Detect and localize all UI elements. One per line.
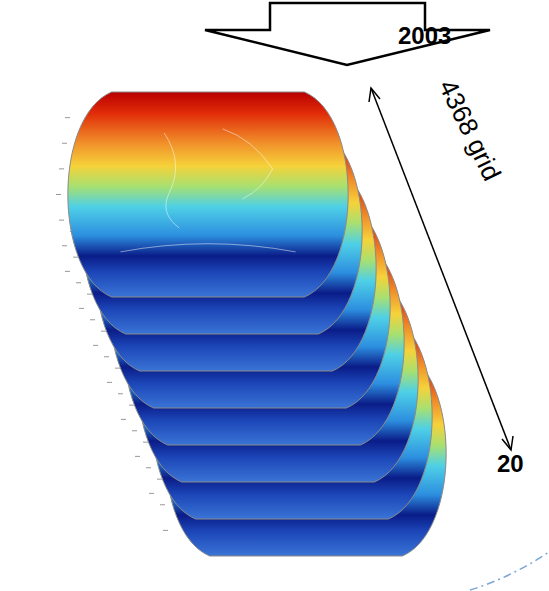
- dimension-label: 4368 grid: [435, 76, 506, 185]
- year-label: 20: [497, 452, 524, 476]
- dashed-line: [470, 552, 549, 590]
- arrow-head: [369, 88, 380, 102]
- down-arrow: [205, 3, 490, 65]
- span-arrow: [369, 88, 513, 450]
- arrow-head: [502, 436, 513, 450]
- tick-marks: [56, 118, 70, 272]
- coastline: [120, 129, 295, 252]
- map-stack: [56, 92, 446, 556]
- map-layer: [56, 92, 348, 297]
- global-map: [68, 92, 348, 297]
- year-label: 2003: [398, 24, 451, 48]
